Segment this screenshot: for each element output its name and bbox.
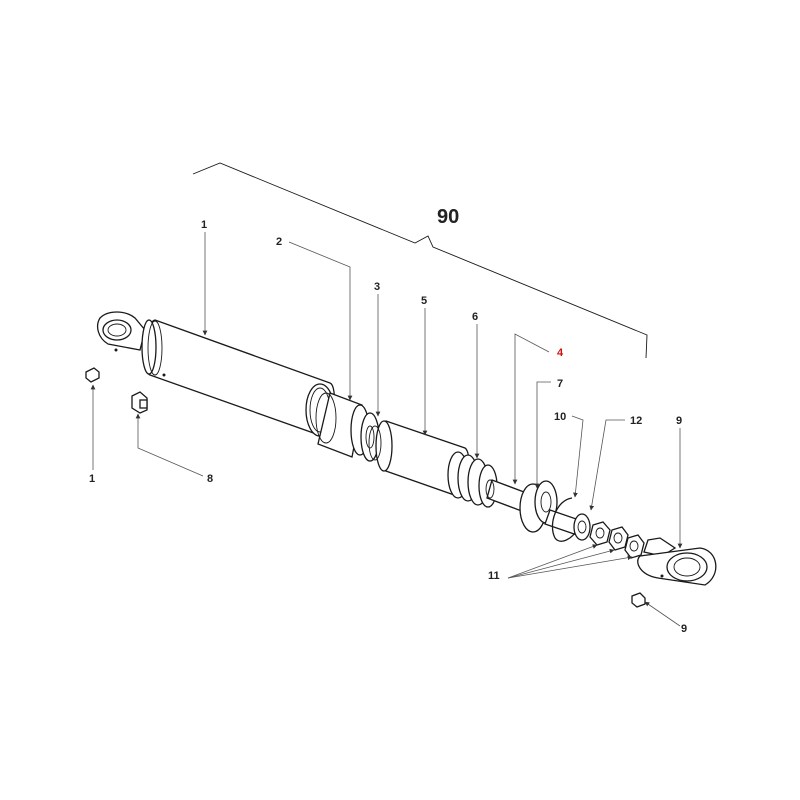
callout-washer: 12 [630, 415, 642, 427]
callout-rod-end: 9 [676, 415, 682, 427]
callout-snap-ring: 10 [554, 411, 566, 423]
callout-nuts: 11 [488, 570, 500, 582]
callout-grease-fitting: 8 [207, 473, 213, 485]
grease-fitting [131, 391, 148, 414]
callout-bushing: 2 [276, 236, 282, 248]
callout-piston: 5 [421, 295, 427, 307]
callout-piston-seal: 6 [472, 311, 478, 323]
callout-seal-ring: 3 [374, 281, 380, 293]
assembly-number-label: 90 [437, 206, 459, 228]
leader-lines [90, 232, 683, 627]
callout-labels: 1 2 3 5 6 4 7 10 12 9 1 8 11 9 [89, 219, 687, 635]
rod-end-grease-fitting [631, 592, 646, 608]
cylinder-barrel [97, 311, 336, 437]
callout-gland: 7 [557, 378, 563, 390]
snap-ring [551, 497, 579, 542]
hex-nuts [589, 521, 645, 559]
barrel-grease-fitting [85, 367, 100, 383]
washer [573, 513, 591, 541]
callout-rod-end-fitting: 9 [681, 623, 687, 635]
assembly-bracket: 90 [192, 162, 648, 359]
rod-end-eye [637, 537, 717, 586]
callout-barrel-fitting: 1 [89, 473, 95, 485]
callout-barrel: 1 [201, 219, 207, 231]
piston-seal [447, 451, 498, 508]
callout-rod: 4 [557, 347, 564, 359]
gland [519, 480, 586, 537]
piston [368, 420, 470, 498]
